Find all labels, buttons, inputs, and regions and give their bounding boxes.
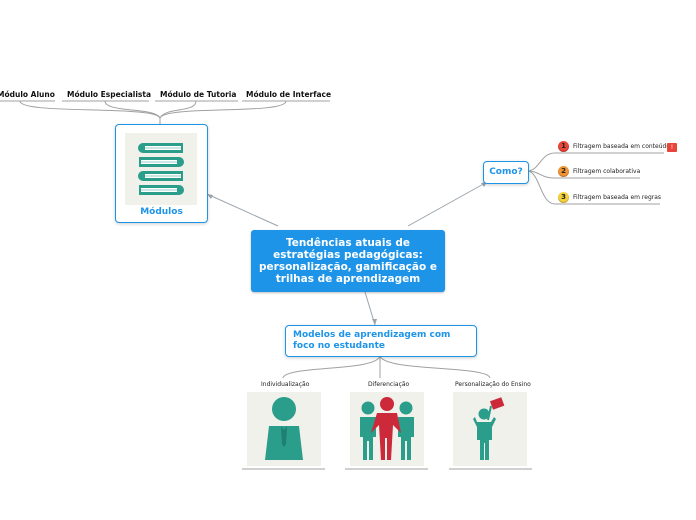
warning-icon: !: [667, 143, 677, 152]
modulo-especialista[interactable]: Módulo Especialista: [67, 90, 152, 99]
como-title: Como?: [489, 167, 523, 177]
books-icon: [138, 143, 184, 195]
individualizacao-image: [247, 392, 321, 466]
person-flag-icon: [473, 397, 505, 460]
modulo-tutoria[interactable]: Módulo de Tutoria: [160, 90, 237, 99]
filtragem-colaborativa[interactable]: Filtragem colaborativa: [573, 168, 641, 175]
priority-2-icon: 2: [558, 166, 569, 177]
central-topic-title: Tendências atuais de estratégias pedagóg…: [259, 237, 437, 285]
priority-1-icon: 1: [558, 141, 569, 152]
filtragem-conteudo[interactable]: Filtragem baseada em conteúdo: [573, 143, 671, 150]
central-topic[interactable]: Tendências atuais de estratégias pedagóg…: [251, 230, 445, 292]
books-image: [125, 133, 197, 205]
modulos-topic[interactable]: Módulos: [115, 124, 208, 223]
personalizacao-image: [453, 392, 527, 466]
group-icon: [360, 397, 414, 460]
modulo-aluno[interactable]: Módulo Aluno: [0, 90, 55, 99]
modelos-title: Modelos de aprendizagem com foco no estu…: [293, 330, 451, 351]
diferenciacao-label[interactable]: Diferenciação: [368, 381, 410, 388]
modulo-interface[interactable]: Módulo de Interface: [246, 90, 332, 99]
personalizacao-label[interactable]: Personalização do Ensino: [455, 381, 531, 388]
diferenciacao-image: [350, 392, 424, 466]
filtragem-regras[interactable]: Filtragem baseada em regras: [573, 194, 662, 201]
individualizacao-label[interactable]: Individualização: [261, 381, 310, 388]
person-icon: [265, 397, 303, 460]
modulos-title: Módulos: [140, 207, 183, 217]
priority-3-icon: 3: [558, 192, 569, 203]
modelos-topic[interactable]: Modelos de aprendizagem com foco no estu…: [285, 325, 477, 357]
como-topic[interactable]: Como?: [483, 161, 529, 184]
